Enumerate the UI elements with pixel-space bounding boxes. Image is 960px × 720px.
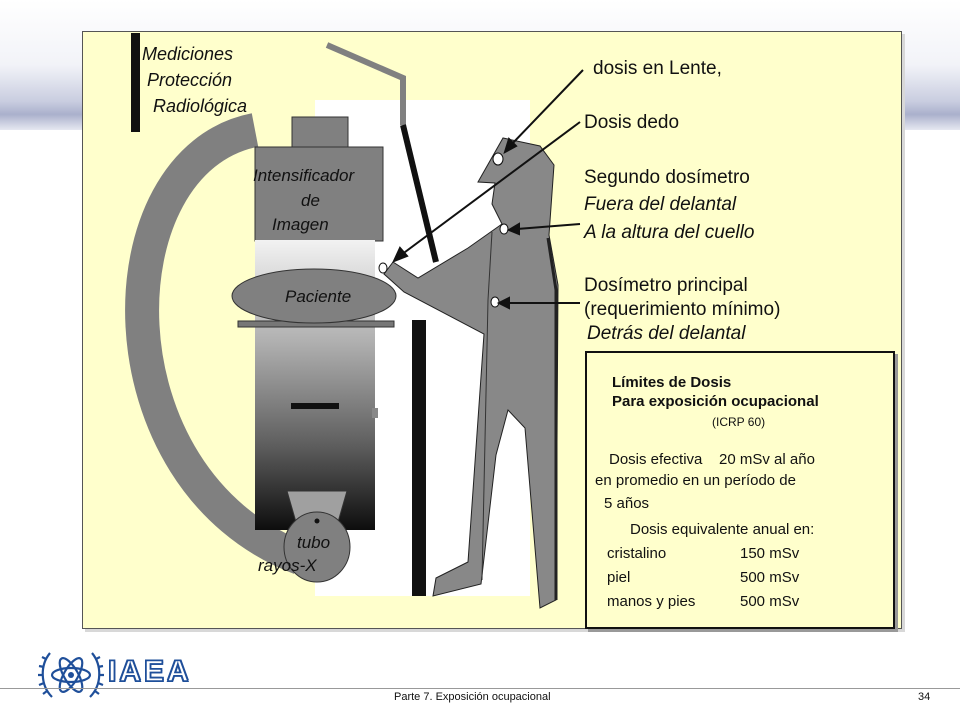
intensifier-top — [291, 116, 349, 150]
organ-cristalino: cristalino — [607, 545, 667, 562]
slide-footer: Parte 7. Exposición ocupacional 34 — [0, 688, 960, 720]
minimum-requirement-label: (requerimiento mínimo) — [584, 299, 781, 320]
organ-piel: piel — [607, 569, 631, 586]
apron-inner — [481, 231, 493, 581]
patient-label: Paciente — [285, 287, 352, 306]
intensifier-body — [254, 146, 384, 242]
lens-arrowhead — [503, 137, 518, 155]
second-dosimeter-label: Segundo dosímetro — [584, 167, 750, 188]
value-manos-y-pies: 500 mSv — [740, 593, 800, 610]
tube-label-1: tubo — [297, 533, 331, 552]
neck-arrow-line — [516, 223, 581, 230]
neck-height-label: A la altura del cuello — [584, 222, 755, 243]
patient-ellipse — [231, 268, 397, 324]
intensifier-label-2: de — [301, 191, 320, 210]
neck-arrowhead — [506, 222, 520, 236]
finger-arrowhead — [392, 246, 409, 263]
footer-caption: Parte 7. Exposición ocupacional — [394, 691, 551, 703]
title-line-1: Mediciones — [142, 44, 234, 64]
title-line-3: Radiológica — [153, 96, 248, 116]
tube-label-2: rayos-X — [258, 556, 317, 575]
intensifier-label-1: Intensificador — [253, 166, 355, 185]
iaea-logo-text: IAEA — [107, 654, 192, 689]
beam-bar — [291, 403, 339, 409]
tube-focus — [314, 518, 320, 524]
apron — [546, 237, 558, 600]
lens-dose-label: dosis en Lente, — [593, 58, 722, 79]
main-dosimeter-label: Dosímetro principal — [584, 275, 748, 296]
outside-apron-label: Fuera del delantal — [584, 194, 737, 215]
finger-dosimeter — [378, 262, 388, 274]
limits-heading: Límites de Dosis — [612, 374, 732, 391]
limits-subheading: Para exposición ocupacional — [612, 393, 819, 410]
tube-body — [283, 511, 351, 583]
neck-dosimeter — [499, 223, 509, 235]
intensifier-label-3: Imagen — [272, 215, 329, 234]
shield-arm — [325, 42, 406, 125]
main-dosimeter — [490, 296, 500, 308]
iaea-emblem-icon — [38, 652, 104, 698]
lead-curtain — [412, 320, 426, 596]
value-cristalino: 150 mSv — [740, 545, 800, 562]
finger-dose-label: Dosis dedo — [584, 112, 680, 133]
organ-manos-y-pies: manos y pies — [607, 593, 696, 610]
shield-glass — [400, 124, 439, 263]
effective-dose-line-2: en promedio en un período de — [595, 472, 796, 489]
title-line-2: Protección — [147, 70, 233, 90]
lens-dosimeter — [492, 152, 504, 166]
effective-dose-line-1: Dosis efectiva 20 mSv al año — [609, 451, 815, 468]
footer-divider — [0, 688, 960, 689]
main-arrowhead — [496, 296, 510, 310]
value-piel: 500 mSv — [740, 569, 800, 586]
operator-figure — [383, 137, 559, 609]
beam-notch — [372, 408, 378, 418]
effective-dose-line-3: 5 años — [604, 495, 650, 512]
limits-source: (ICRP 60) — [712, 415, 766, 429]
equivalent-dose-heading: Dosis equivalente anual en: — [630, 521, 815, 538]
behind-apron-label: Detrás del delantal — [587, 323, 746, 344]
title-bar — [131, 33, 140, 132]
page-number: 34 — [918, 691, 931, 703]
finger-arrow-line — [400, 121, 581, 256]
lens-arrow-line — [509, 69, 584, 147]
c-arm — [125, 113, 307, 574]
dose-limits-box: Límites de Dosis Para exposición ocupaci… — [585, 351, 895, 629]
